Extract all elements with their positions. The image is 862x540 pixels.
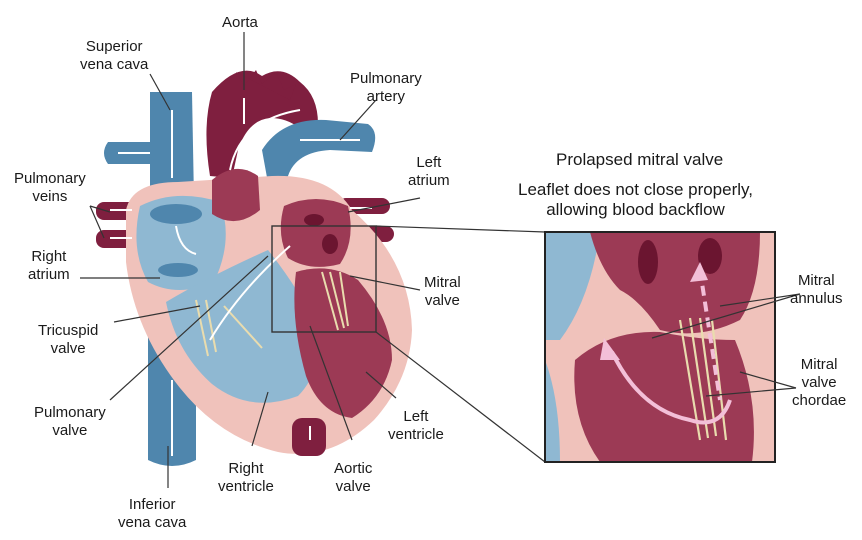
left-atrium-shape — [281, 199, 351, 267]
label-superior-vena-cava: Superior vena cava — [80, 38, 148, 74]
inset-illustration — [545, 232, 800, 462]
label-aorta: Aorta — [222, 14, 258, 32]
label-mitral-annulus: Mitral annulus — [790, 272, 843, 308]
label-pulmonary-valve: Pulmonary valve — [34, 404, 106, 440]
label-mitral-valve: Mitral valve — [424, 274, 461, 310]
label-right-atrium: Right atrium — [28, 248, 70, 284]
inset-title: Prolapsed mitral valve — [556, 150, 723, 170]
label-mitral-valve-chordae: Mitral valve chordae — [792, 356, 846, 410]
heart-illustration — [96, 70, 545, 466]
label-pulmonary-artery: Pulmonary artery — [350, 70, 422, 106]
label-tricuspid-valve: Tricuspid valve — [38, 322, 98, 358]
inset-subtitle: Leaflet does not close properly, allowin… — [518, 180, 753, 220]
label-aortic-valve: Aortic valve — [334, 460, 372, 496]
label-right-ventricle: Right ventricle — [218, 460, 274, 496]
label-inferior-vena-cava: Inferior vena cava — [118, 496, 186, 532]
label-pulmonary-veins: Pulmonary veins — [14, 170, 86, 206]
label-left-ventricle: Left ventricle — [388, 408, 444, 444]
label-left-atrium: Left atrium — [408, 154, 450, 190]
